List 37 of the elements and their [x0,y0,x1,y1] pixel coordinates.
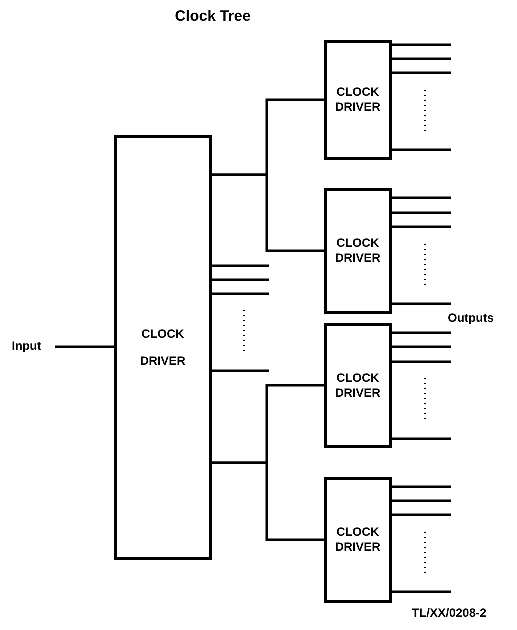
driver-label: CLOCK DRIVER [334,370,382,400]
driver-label: CLOCK DRIVER [334,525,382,555]
signal-line [212,462,324,542]
output-line [392,332,451,334]
output-line [392,302,451,306]
figure-code: TL/XX/0208-2 [412,606,487,620]
output-line [392,486,451,488]
output-line [212,278,269,282]
output-line [392,212,451,214]
clock-driver-box [324,40,392,160]
diagram-title: Clock Tree [174,8,252,25]
clock-driver-box [324,477,392,603]
output-line [392,58,451,60]
driver-label: CLOCK DRIVER [334,236,382,266]
signal-line [212,174,324,252]
output-line [212,370,269,372]
output-line [212,292,269,296]
clock-driver-box [324,188,392,314]
output-line [392,590,451,594]
driver-label: CLOCK DRIVER [139,326,187,370]
signal-line [55,346,114,348]
output-line [392,438,451,440]
clock-driver-box [324,323,392,448]
output-line [392,196,451,200]
output-line [212,264,269,268]
clock-driver-box [114,135,212,560]
output-line [392,226,451,228]
output-line [392,346,451,348]
output-line [392,514,451,516]
output-line [392,148,451,152]
input-label: Input [12,339,42,353]
output-line [392,500,451,502]
output-line [392,360,451,364]
output-line [392,72,451,74]
outputs-label: Outputs [448,311,494,325]
output-line [392,44,451,46]
driver-label: CLOCK DRIVER [334,85,382,115]
